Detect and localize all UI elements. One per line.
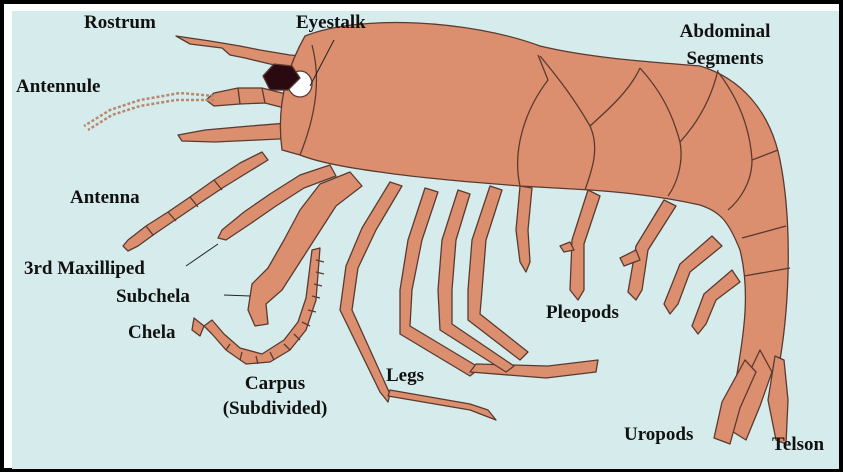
label-carpus-line2: (Subdivided) (212, 398, 338, 420)
label-abdominal-line1: Abdominal (670, 21, 780, 43)
label-eyestalk: Eyestalk (296, 12, 366, 34)
antennule (84, 88, 292, 130)
label-legs: Legs (386, 365, 424, 387)
label-3rd-maxilliped: 3rd Maxilliped (24, 258, 145, 280)
label-rostrum: Rostrum (84, 12, 156, 34)
walking-legs (340, 182, 598, 420)
label-telson: Telson (772, 434, 824, 456)
label-chela: Chela (128, 322, 176, 344)
label-abdominal-line2: Segments (670, 48, 780, 70)
antenna-flagellum (123, 152, 268, 251)
label-antenna: Antenna (70, 187, 140, 209)
label-pleopods: Pleopods (546, 302, 619, 324)
label-uropods: Uropods (624, 424, 693, 446)
label-subchela: Subchela (116, 286, 190, 308)
label-antennule: Antennule (16, 76, 100, 98)
label-carpus-line1: Carpus (212, 373, 338, 395)
